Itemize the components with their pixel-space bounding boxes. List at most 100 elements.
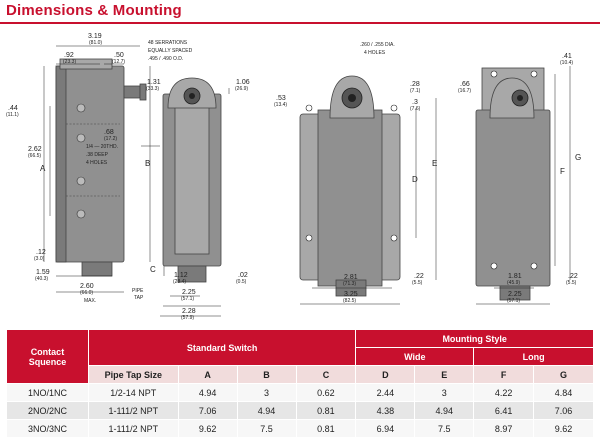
- dim-1-06-mm: (26.9): [235, 86, 248, 92]
- dim-1-59: 1.59: [36, 269, 50, 276]
- thread-line-1: 1/4 — 20THD.: [86, 144, 118, 150]
- dim-1-81-mm: (45.9): [507, 280, 520, 286]
- cell-a: 9.62: [177, 419, 238, 438]
- cell-pipe: 1-111/2 NPT: [87, 419, 179, 438]
- dim-92: .92: [64, 52, 74, 59]
- cell-g: 9.62: [533, 419, 594, 438]
- cell-d: 4.38: [355, 401, 416, 420]
- thread-line-3: 4 HOLES: [86, 160, 108, 166]
- dim-28-mm: (7.1): [410, 88, 421, 94]
- holes-line-1: .260 / .255 DIA.: [360, 42, 395, 48]
- cell-c: 0.62: [295, 383, 357, 402]
- cell-b: 4.94: [236, 401, 297, 420]
- dim-44-mm: (11.1): [6, 112, 19, 118]
- dim-2-62: 2.62: [28, 146, 42, 153]
- dim-2-28: 2.28: [182, 308, 196, 315]
- serrations-line-2: EQUALLY SPACED: [148, 48, 193, 54]
- cell-f: 4.22: [473, 383, 535, 402]
- dimension-drawing: 3.19 (81.0) .92 (23.3) .50 (12.7) 48 SER…: [6, 33, 581, 321]
- cell-g: 4.84: [533, 383, 594, 402]
- dim-3-19-mm: (81.0): [89, 40, 102, 46]
- cell-seq: 2NO/2NC: [6, 401, 89, 420]
- dim-3-19: 3.19: [88, 33, 102, 40]
- dim-92-mm: (23.3): [63, 59, 76, 65]
- cell-e: 7.5: [414, 419, 475, 438]
- dim-50-mm: (12.7): [112, 59, 125, 65]
- dim-22-long: .22: [568, 273, 578, 280]
- header-col-e: E: [414, 365, 475, 384]
- dim-53: .53: [276, 95, 286, 102]
- dim-66-mm: (16.7): [458, 88, 471, 94]
- table-row: 2NO/2NC 1-111/2 NPT 7.06 4.94 0.81 4.38 …: [6, 401, 594, 420]
- header-standard-switch: Standard Switch: [87, 329, 357, 366]
- dim-1-59-mm: (40.3): [35, 276, 48, 282]
- cell-seq: 3NO/3NC: [6, 419, 89, 438]
- cell-seq: 1NO/1NC: [6, 383, 89, 402]
- cell-a: 4.94: [177, 383, 238, 402]
- cell-pipe: 1/2-14 NPT: [87, 383, 179, 402]
- header-col-f: F: [473, 365, 535, 384]
- dim-2-25-long: 2.25: [508, 291, 522, 298]
- dim-2-81-mm: (71.3): [343, 281, 356, 287]
- dim-12-mm: (3.0): [34, 256, 45, 262]
- table-row: 1NO/1NC 1/2-14 NPT 4.94 3 0.62 2.44 3 4.…: [6, 383, 594, 402]
- dim-2-25-front: 2.25: [182, 289, 196, 296]
- dim-12: .12: [36, 249, 46, 256]
- dim-50: .50: [114, 52, 124, 59]
- header-contact-sequence: Contact Squence: [6, 329, 89, 384]
- dim-44: .44: [8, 105, 18, 112]
- dim-1-81: 1.81: [508, 273, 522, 280]
- dim-letter-c: C: [150, 265, 156, 274]
- header-contact-sequence-line2: Squence: [28, 356, 67, 367]
- cell-e: 4.94: [414, 401, 475, 420]
- long-mount-view: [475, 66, 571, 305]
- dim-letter-g: G: [575, 153, 581, 162]
- cell-g: 7.06: [533, 401, 594, 420]
- dim-1-06: 1.06: [236, 79, 250, 86]
- front-view: [160, 77, 230, 317]
- dimensions-table: Contact Squence Standard Switch Mounting…: [6, 329, 594, 438]
- dim-2-81: 2.81: [344, 274, 358, 281]
- dim-3-mm: (7.6): [410, 106, 421, 112]
- dim-22-long-mm: (5.5): [566, 280, 577, 286]
- dim-letter-f: F: [560, 167, 565, 176]
- dim-2-60-max: MAX.: [84, 298, 96, 304]
- dim-letter-b: B: [145, 159, 150, 168]
- title-divider: [0, 22, 600, 24]
- cell-f: 6.41: [473, 401, 535, 420]
- header-pipe-tap-size: Pipe Tap Size: [87, 365, 179, 384]
- dim-1-31-mm: (33.3): [146, 86, 159, 92]
- cell-c: 0.81: [295, 401, 357, 420]
- dim-1-31: 1.31: [147, 79, 161, 86]
- dim-3: .3: [412, 99, 418, 106]
- header-col-a: A: [177, 365, 238, 384]
- dim-2-62-mm: (66.5): [28, 153, 41, 159]
- header-contact-sequence-line1: Contact: [30, 346, 65, 357]
- cell-f: 8.97: [473, 419, 535, 438]
- page-title: Dimensions & Mounting: [6, 2, 182, 19]
- dim-2-60-mm: (66.0): [80, 290, 93, 296]
- header-long: Long: [473, 347, 594, 366]
- header-col-d: D: [355, 365, 416, 384]
- header-wide: Wide: [355, 347, 475, 366]
- dim-2-25-front-mm: (57.1): [181, 296, 194, 302]
- dim-41-mm: (10.4): [560, 60, 573, 66]
- wide-mount-view: [299, 75, 437, 305]
- cell-d: 2.44: [355, 383, 416, 402]
- header-col-c: C: [295, 365, 357, 384]
- pipe-tap-line-1: PIPE: [132, 288, 144, 294]
- dim-letter-e: E: [432, 159, 437, 168]
- dim-3-25-mm: (82.5): [343, 298, 356, 304]
- table-row: 3NO/3NC 1-111/2 NPT 9.62 7.5 0.81 6.94 7…: [6, 419, 594, 438]
- dim-41: .41: [562, 53, 572, 60]
- dim-letter-d: D: [412, 175, 418, 184]
- pipe-tap-line-2: TAP: [134, 295, 144, 301]
- thread-line-2: .38 DEEP: [86, 152, 109, 158]
- header-col-b: B: [236, 365, 297, 384]
- dim-02-mm: (0.5): [236, 279, 247, 285]
- dim-3-25: 3.25: [344, 291, 358, 298]
- side-view: [43, 45, 165, 293]
- cell-a: 7.06: [177, 401, 238, 420]
- cell-c: 0.81: [295, 419, 357, 438]
- serrations-line-3: .495 / .490 O.D.: [148, 56, 183, 62]
